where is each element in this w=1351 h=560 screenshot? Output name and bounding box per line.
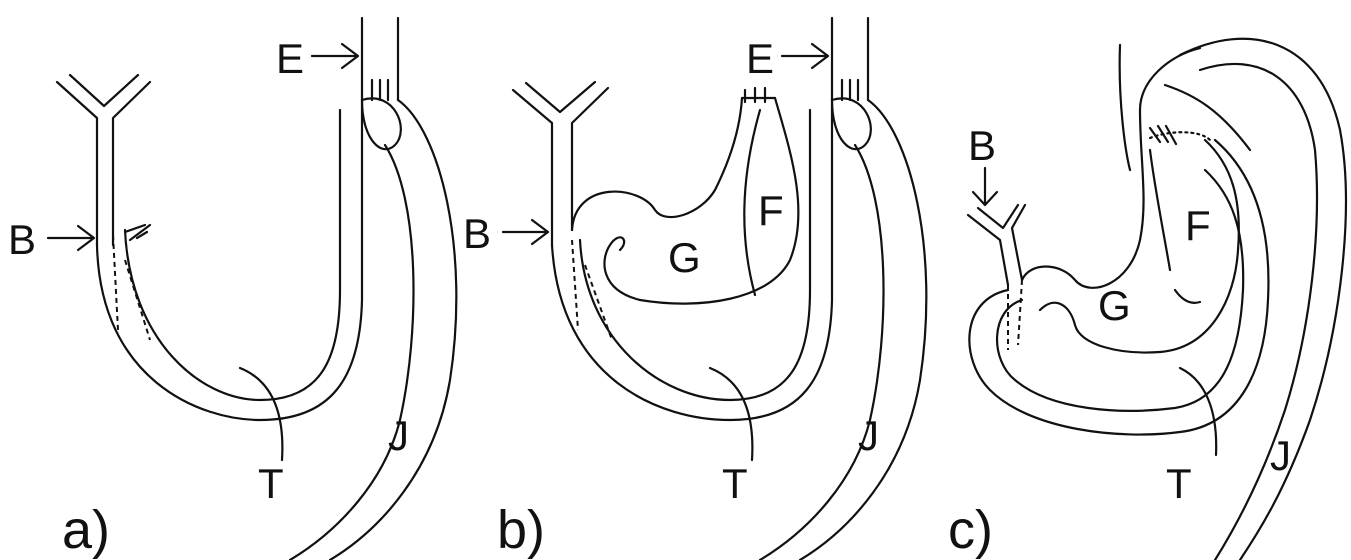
label-f-b: F: [758, 187, 784, 234]
bile-duct-a: [55, 73, 152, 247]
bile-duct-c: [966, 203, 1027, 350]
label-j-c: J: [1270, 432, 1291, 479]
stomach-b: [570, 86, 800, 305]
label-b-b: B: [463, 210, 491, 257]
label-j-a: J: [388, 412, 409, 459]
label-t-b: T: [722, 460, 748, 507]
panel-c: B F G T J c): [948, 37, 1347, 560]
arrow-b-c: [971, 166, 999, 207]
label-j-b: J: [858, 412, 879, 459]
jejunum-b: [758, 98, 928, 560]
duodenum-limb-c: [1178, 366, 1218, 457]
label-g-c: G: [1098, 282, 1131, 329]
panel-a: E B T J a): [8, 16, 458, 560]
duodenal-loop-a: [95, 98, 364, 422]
panel-b: E B F G T J b): [463, 16, 928, 560]
label-e-a: E: [276, 35, 304, 82]
esophagus-a: [360, 16, 402, 151]
duodenum-limb-a: [238, 366, 284, 462]
arrow-b-b: [501, 218, 550, 246]
arrow-e-b: [780, 42, 830, 70]
esophagus-b: [830, 16, 872, 151]
arrow-b-a: [46, 224, 96, 252]
label-b-c: B: [968, 122, 996, 169]
jejunum-a: [288, 98, 458, 560]
arrow-e-a: [310, 42, 360, 70]
duodenal-loop-b: [550, 98, 834, 422]
panel-caption-a: a): [62, 500, 110, 560]
label-f-c: F: [1185, 202, 1211, 249]
panel-caption-c: c): [948, 500, 993, 560]
stomach-c: [1020, 46, 1252, 354]
panel-caption-b: b): [497, 500, 545, 560]
label-t-a: T: [258, 460, 284, 507]
label-t-c: T: [1166, 460, 1192, 507]
label-e-b: E: [746, 35, 774, 82]
jejunum-c: [1118, 37, 1347, 560]
label-b-a: B: [8, 216, 36, 263]
bile-duct-b: [511, 80, 610, 247]
label-g-b: G: [668, 234, 701, 281]
duodenal-loop-c: [968, 138, 1270, 436]
duodenum-limb-b: [708, 366, 754, 462]
